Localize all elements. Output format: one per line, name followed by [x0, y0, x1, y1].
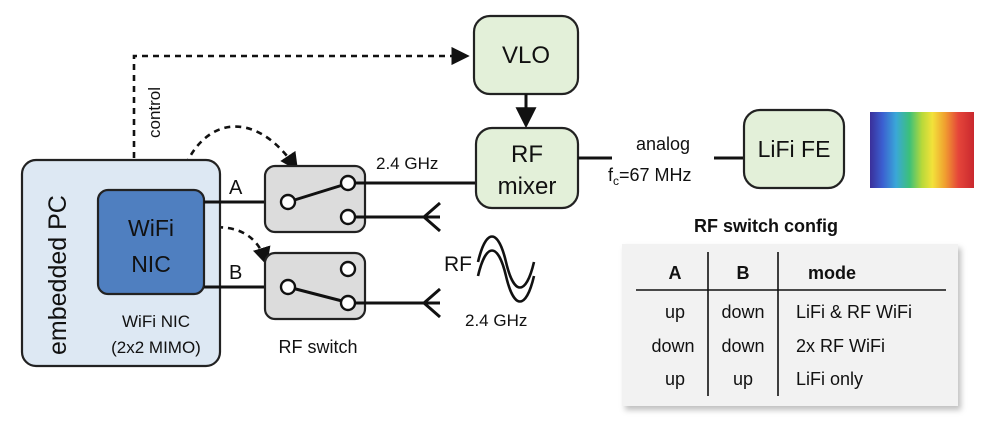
table-cell: LiFi only	[796, 369, 863, 389]
rf-switch-b	[263, 251, 367, 321]
table-cell: up	[665, 369, 685, 389]
table-cell: LiFi & RF WiFi	[796, 302, 912, 322]
table-cell: down	[651, 336, 694, 356]
switch-contact-icon	[339, 294, 357, 312]
switch-contact-icon	[339, 208, 357, 226]
rf-mixer-line2: mixer	[498, 173, 557, 200]
switch-contact-icon	[339, 174, 357, 192]
sine-wave-icon	[476, 249, 536, 303]
spectrum-icon	[870, 112, 974, 188]
sine-wave-icon	[476, 235, 536, 289]
wifi-nic-line1: WiFi	[128, 215, 174, 241]
switch-contact-icon	[279, 193, 297, 211]
rf-mixer-box	[474, 126, 580, 210]
control-arc-switch-b	[205, 225, 271, 266]
antenna-icon	[355, 287, 441, 319]
table-cell: down	[721, 336, 764, 356]
table-header-a: A	[669, 263, 682, 283]
table-header-b: B	[737, 263, 750, 283]
control-label: control	[145, 87, 164, 138]
rf-switch-a	[263, 164, 367, 234]
wifi-nic-caption-2: (2x2 MIMO)	[111, 338, 201, 357]
switch-contact-icon	[279, 278, 297, 296]
rf-mixer-line1: RF	[511, 141, 543, 168]
fc-label: fc=67 MHz	[608, 165, 692, 188]
antenna-icon	[355, 201, 441, 233]
table-cell: up	[733, 369, 753, 389]
freq-bottom-label: 2.4 GHz	[465, 311, 527, 330]
table-title: RF switch config	[694, 216, 838, 236]
wifi-nic-line2: NIC	[131, 251, 171, 277]
table-header-mode: mode	[808, 263, 856, 283]
lifi-fe-box	[742, 108, 846, 190]
rf-switch-caption: RF switch	[278, 337, 357, 357]
port-a-label: A	[229, 177, 243, 199]
port-b-label: B	[229, 262, 242, 284]
switch-contact-icon	[339, 260, 357, 278]
wifi-nic-caption-1: WiFi NIC	[122, 312, 190, 331]
analog-label: analog	[636, 134, 690, 154]
wifi-nic-box	[96, 188, 206, 296]
rf-label: RF	[444, 253, 472, 276]
lifi-fe-label: LiFi FE	[758, 136, 831, 162]
control-line-to-vlo	[132, 46, 470, 158]
table-cell: up	[665, 302, 685, 322]
switch-config-table: A B mode up down LiFi & RF WiFi down dow…	[622, 244, 958, 406]
freq-top-label: 2.4 GHz	[376, 154, 438, 173]
embedded-pc-label: embedded PC	[44, 195, 72, 355]
table-cell: down	[721, 302, 764, 322]
table-cell: 2x RF WiFi	[796, 336, 885, 356]
vlo-label: VLO	[502, 42, 550, 69]
